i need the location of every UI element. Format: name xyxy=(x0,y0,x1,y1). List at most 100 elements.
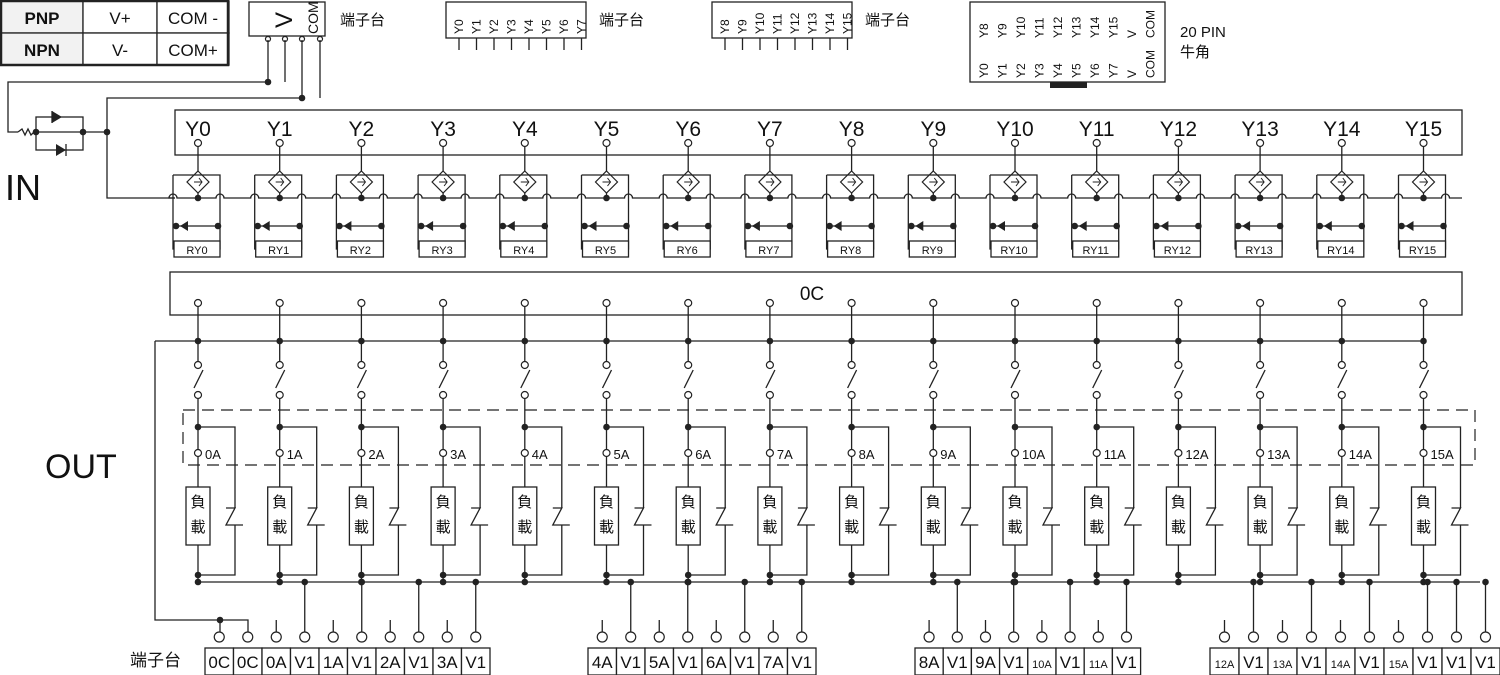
load-label: 負 xyxy=(1334,494,1349,511)
junction-dot xyxy=(358,571,365,579)
terminal-cell xyxy=(460,647,491,675)
header-pin-label: Y1 xyxy=(470,19,484,34)
led-icon xyxy=(1405,221,1414,231)
wire xyxy=(769,525,808,576)
relay-box xyxy=(745,240,793,258)
idc-20pin-connector xyxy=(969,1,1166,83)
input-label: Y1 xyxy=(267,118,293,141)
idc-pin-label: Y8 xyxy=(977,23,991,38)
switch-contact xyxy=(438,369,449,389)
terminal-pin xyxy=(1479,631,1492,643)
led-icon xyxy=(1078,221,1087,231)
output-label: 13A xyxy=(1267,447,1290,462)
arrow-icon xyxy=(520,177,530,187)
wire xyxy=(524,426,563,508)
load-box xyxy=(267,486,293,546)
polarity-cell-text: V+ xyxy=(109,9,130,28)
junction-dot xyxy=(1175,571,1182,579)
terminal-pin xyxy=(602,360,611,370)
relay-box xyxy=(418,240,466,258)
terminal-pin xyxy=(1092,448,1101,458)
terminal-pin xyxy=(602,138,611,148)
load-label: 負 xyxy=(272,494,287,511)
relay-box xyxy=(581,240,630,258)
output-label: 11A xyxy=(1104,447,1126,462)
relay-label: RY14 xyxy=(1327,245,1354,257)
terminal-pin xyxy=(1337,138,1346,148)
load-label: 載 xyxy=(762,519,777,536)
junction-dot xyxy=(276,571,284,579)
header-y8-y15-label: 端子台 xyxy=(865,12,910,29)
input-label: Y15 xyxy=(1405,118,1442,141)
polarity-cell-text: V- xyxy=(112,41,128,60)
terminal-pin xyxy=(1092,390,1101,400)
terminal-pin xyxy=(275,390,284,400)
led-icon xyxy=(915,221,924,231)
polarity-cell xyxy=(82,0,158,34)
terminal-cell xyxy=(644,647,675,675)
arrow-icon xyxy=(1337,177,1347,187)
terminal-pin xyxy=(193,360,203,370)
output-label: 7A xyxy=(777,447,793,462)
output-label: 3A xyxy=(450,447,466,462)
wire xyxy=(688,525,726,576)
wire xyxy=(198,525,236,576)
relay-box xyxy=(1235,240,1283,258)
input-label: Y14 xyxy=(1323,118,1361,141)
wire xyxy=(606,525,645,576)
arrow-icon xyxy=(1419,177,1429,187)
load-box xyxy=(348,486,375,546)
idc-pin-label: Y10 xyxy=(1014,16,1028,38)
terminal-pin xyxy=(1276,631,1289,643)
terminal-pin xyxy=(275,448,284,458)
terminal-cell xyxy=(1470,647,1500,675)
terminal-cell xyxy=(232,647,263,675)
relay-label: RY12 xyxy=(1164,245,1191,257)
terminal-cell xyxy=(672,647,703,675)
common-bus xyxy=(168,193,1462,199)
terminal-pin xyxy=(413,631,425,643)
wire xyxy=(1015,426,1053,508)
terminal-pin xyxy=(710,631,722,643)
arrow-icon xyxy=(439,177,448,187)
output-label: 10A xyxy=(1022,447,1045,462)
load-label: 載 xyxy=(272,519,287,536)
terminal-pin xyxy=(441,631,453,643)
arrow-icon xyxy=(929,177,938,187)
terminal-pin xyxy=(275,360,284,370)
terminal-cell xyxy=(587,647,618,675)
load-label: 負 xyxy=(190,494,205,511)
terminal-pin xyxy=(520,390,529,400)
switch-contact xyxy=(1010,369,1021,389)
wire xyxy=(1096,426,1135,508)
terminal-label: 15A xyxy=(1389,659,1409,671)
terminal-pin xyxy=(684,138,693,148)
switch-contact xyxy=(847,369,858,389)
terminal-pin xyxy=(1419,448,1428,458)
terminal-pin xyxy=(439,298,448,308)
junction-dot xyxy=(1482,578,1489,586)
terminal-label: V1 xyxy=(294,653,315,672)
input-label: Y12 xyxy=(1160,118,1197,141)
power-pin-label-v: V xyxy=(271,12,298,28)
idc-label: 20 PIN xyxy=(1180,24,1226,41)
idc-pin-label: Y3 xyxy=(1033,63,1047,78)
load-label: 載 xyxy=(1416,519,1431,536)
idc-pin-label: V xyxy=(1125,30,1139,38)
terminal-label: V1 xyxy=(947,653,968,672)
terminal-pin xyxy=(929,390,938,400)
terminal-pin xyxy=(1092,360,1101,370)
load-label: 負 xyxy=(354,494,369,511)
input-label: Y13 xyxy=(1241,118,1278,141)
terminal-pin xyxy=(847,360,856,370)
relay-box xyxy=(826,240,875,258)
input-label: Y8 xyxy=(839,118,865,141)
switch-contact xyxy=(356,369,367,389)
terminal-pin xyxy=(1010,360,1020,370)
terminal-pin xyxy=(1218,631,1231,643)
wire xyxy=(1423,426,1462,508)
header-pin-label: Y2 xyxy=(487,19,501,34)
wire xyxy=(279,426,318,508)
terminal-pin xyxy=(847,390,856,400)
